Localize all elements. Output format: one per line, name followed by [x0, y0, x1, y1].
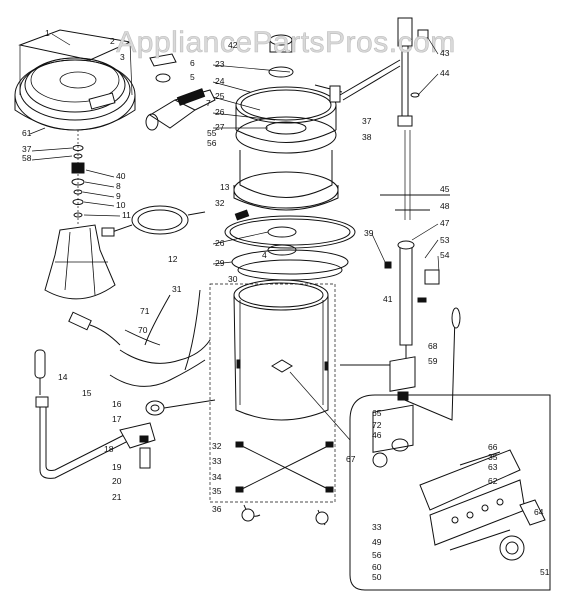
part-label: 71 — [140, 306, 150, 316]
part-label: 34 — [212, 472, 222, 482]
part-label: 53 — [440, 235, 450, 245]
control-rod — [340, 240, 440, 366]
part-label: 30 — [228, 274, 238, 284]
part-label: 68 — [428, 341, 438, 351]
hose-fitting — [145, 399, 216, 416]
part-label: 32 — [212, 441, 222, 451]
part-label: 13 — [220, 182, 230, 192]
fill-hose — [101, 205, 206, 237]
part-label: 41 — [383, 294, 393, 304]
part-label: 60 — [372, 562, 382, 572]
leader-lines — [29, 33, 440, 273]
part-label: 66 — [488, 442, 498, 452]
linkage-rod — [397, 307, 461, 421]
part-label: 35 — [488, 452, 498, 462]
part-label: 17 — [112, 414, 122, 424]
part-label: 43 — [440, 48, 450, 58]
mixing-valve — [119, 422, 156, 469]
part-label: 20 — [112, 476, 122, 486]
part-label: 65 — [372, 408, 382, 418]
part-label: 33 — [372, 522, 382, 532]
part-label: 36 — [212, 504, 222, 514]
cap-parts — [149, 53, 177, 83]
shaft-assembly — [339, 17, 450, 220]
part-label: 44 — [440, 68, 450, 78]
part-label: 5 — [190, 72, 195, 82]
tub-bottom-parts — [224, 209, 356, 281]
part-label: 1 — [45, 28, 50, 38]
watermark-text: AppliancePartsPros.com — [116, 26, 455, 59]
part-label: 31 — [172, 284, 182, 294]
part-label: 12 — [168, 254, 178, 264]
outer-tub — [233, 34, 343, 211]
part-label: 58 — [22, 153, 32, 163]
part-label: 64 — [534, 507, 544, 517]
part-label: 56 — [207, 138, 217, 148]
part-label: 2 — [110, 36, 115, 46]
part-label: 26 — [215, 238, 225, 248]
part-label: 54 — [440, 250, 450, 260]
part-label: 27 — [215, 122, 225, 132]
part-label: 25 — [215, 91, 225, 101]
part-label: 32 — [215, 198, 225, 208]
part-number-labels: 1 2 3 42 6 5 7 55 56 61 37 58 40 8 9 10 … — [22, 28, 550, 582]
control-panel-inset — [289, 356, 551, 591]
part-label: 19 — [112, 462, 122, 472]
part-label: 45 — [440, 184, 450, 194]
part-label: 59 — [428, 356, 438, 366]
part-label: 35 — [212, 486, 222, 496]
part-label: 26 — [215, 107, 225, 117]
part-label: 6 — [190, 58, 195, 68]
part-label: 40 — [116, 171, 126, 181]
part-label: 3 — [120, 52, 125, 62]
part-label: 42 — [228, 40, 238, 50]
part-label: 47 — [440, 218, 450, 228]
part-label: 37 — [362, 116, 372, 126]
part-label: 51 — [540, 567, 550, 577]
base-frame — [235, 441, 334, 526]
part-label: 48 — [440, 201, 450, 211]
part-label: 46 — [372, 430, 382, 440]
part-label: 63 — [488, 462, 498, 472]
part-label: 4 — [262, 250, 267, 260]
cabinet — [209, 279, 336, 503]
part-label: 8 — [116, 181, 121, 191]
part-label: 24 — [215, 76, 225, 86]
part-label: 14 — [58, 372, 68, 382]
part-label: 49 — [372, 537, 382, 547]
part-label: 11 — [122, 210, 131, 220]
part-label: 50 — [372, 572, 382, 582]
lid-assembly — [14, 29, 136, 131]
part-label: 62 — [488, 476, 498, 486]
part-label: 70 — [138, 325, 148, 335]
part-label: 38 — [362, 132, 372, 142]
drain-hose — [34, 349, 131, 479]
part-label: 39 — [364, 228, 374, 238]
part-label: 56 — [372, 550, 382, 560]
part-label: 15 — [82, 388, 92, 398]
part-label: 21 — [112, 492, 122, 502]
agitator-fasteners — [71, 130, 85, 225]
part-label: 33 — [212, 456, 222, 466]
part-label: 67 — [346, 454, 356, 464]
pump-motor — [145, 88, 216, 131]
wire-harness — [68, 289, 211, 387]
agitator — [44, 224, 116, 300]
part-label: 18 — [104, 444, 114, 454]
part-label: 23 — [215, 59, 225, 69]
part-label: 61 — [22, 128, 32, 138]
part-label: 7 — [206, 98, 211, 108]
part-label: 55 — [207, 128, 217, 138]
part-label: 37 — [22, 144, 32, 154]
part-label: 9 — [116, 191, 121, 201]
part-label: 10 — [116, 200, 126, 210]
part-label: 16 — [112, 399, 122, 409]
part-label: 72 — [372, 420, 382, 430]
